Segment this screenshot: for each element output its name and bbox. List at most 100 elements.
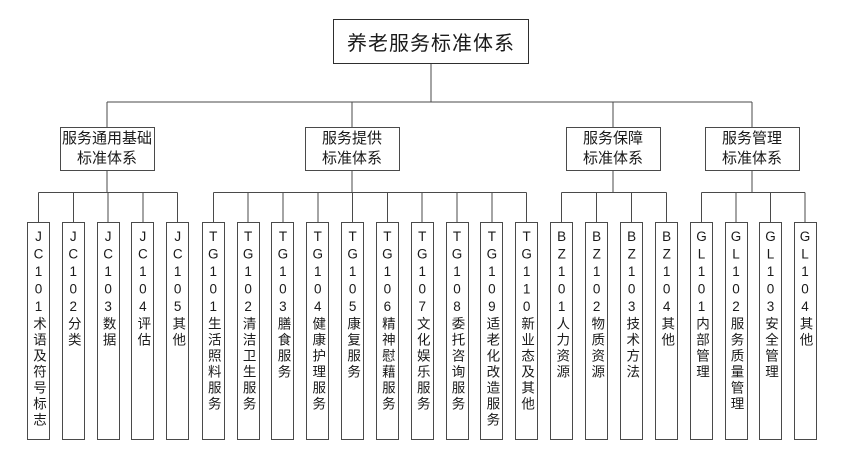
leaf-node-label: 技术方法 — [624, 316, 640, 381]
leaf-node-BZ102: BZ102物质资源 — [585, 222, 609, 440]
leaf-node-text: JC104评估 — [132, 223, 153, 349]
leaf-node-code: BZ101 — [554, 229, 570, 317]
leaf-node-label: 服务质量管理 — [728, 316, 744, 413]
leaf-node-label: 其他 — [659, 316, 675, 349]
branch-node-JC: 服务通用基础标准体系 — [59, 127, 155, 171]
leaf-node-code: TG102 — [240, 229, 256, 317]
branch-node-label-line: 服务管理 — [721, 130, 782, 147]
leaf-node-label: 清洁卫生服务 — [240, 316, 256, 413]
root-node: 养老服务标准体系 — [333, 19, 529, 64]
leaf-node-code: TG106 — [379, 229, 395, 317]
leaf-node-code: JC105 — [170, 229, 186, 317]
branch-node-GL: 服务管理标准体系 — [704, 127, 800, 171]
leaf-node-code: TG107 — [414, 229, 430, 317]
leaf-node-code: GL103 — [763, 229, 778, 317]
leaf-node-code: TG109 — [484, 229, 500, 317]
leaf-node-text: JC102分类 — [63, 223, 84, 349]
leaf-node-TG104: TG104健康护理服务 — [306, 222, 330, 440]
leaf-node-code: GL101 — [694, 229, 709, 317]
leaf-node-code: JC103 — [100, 229, 116, 317]
branch-node-label-line: 标准体系 — [721, 150, 782, 167]
leaf-node-label: 委托咨询服务 — [449, 316, 465, 413]
leaf-node-label: 新业态及其他 — [519, 316, 535, 413]
leaf-node-text: TG109适老化改造服务 — [481, 223, 502, 429]
branch-node-label-line: 服务保障 — [582, 130, 643, 147]
leaf-node-label: 精神慰藉服务 — [379, 316, 395, 413]
branch-node-label-line: 服务提供 — [321, 130, 382, 147]
leaf-node-text: BZ104其他 — [656, 223, 677, 349]
leaf-node-text: TG108委托咨询服务 — [447, 223, 468, 413]
leaf-node-code: JC104 — [135, 229, 151, 317]
leaf-node-text: BZ102物质资源 — [586, 223, 607, 381]
leaf-node-code: TG103 — [275, 229, 291, 317]
leaf-node-TG101: TG101生活照料服务 — [201, 222, 225, 440]
leaf-node-TG108: TG108委托咨询服务 — [445, 222, 469, 440]
leaf-node-text: TG104健康护理服务 — [307, 223, 328, 413]
branch-node-BZ: 服务保障标准体系 — [565, 127, 661, 171]
leaf-node-text: TG103膳食服务 — [272, 223, 293, 381]
leaf-node-text: TG102清洁卫生服务 — [238, 223, 259, 413]
leaf-node-TG106: TG106精神慰藉服务 — [375, 222, 399, 440]
leaf-node-TG102: TG102清洁卫生服务 — [236, 222, 260, 440]
leaf-node-text: GL104其他 — [795, 223, 816, 349]
leaf-node-GL103: GL103安全管理 — [759, 222, 782, 440]
leaf-node-label: 评估 — [135, 316, 151, 349]
leaf-node-label: 数据 — [100, 316, 116, 349]
leaf-node-code: TG105 — [345, 229, 361, 317]
leaf-node-label: 文化娱乐服务 — [414, 316, 430, 413]
branch-node-TG: 服务提供标准体系 — [304, 127, 400, 171]
leaf-node-text: GL101内部管理 — [691, 223, 712, 381]
leaf-node-label: 物质资源 — [589, 316, 605, 381]
leaf-node-GL102: GL102服务质量管理 — [724, 222, 748, 440]
root-node-label: 养老服务标准体系 — [347, 33, 515, 55]
leaf-node-code: TG101 — [205, 229, 221, 317]
leaf-node-label: 膳食服务 — [275, 316, 291, 381]
leaf-node-text: TG106精神慰藉服务 — [377, 223, 398, 413]
leaf-node-text: TG107文化娱乐服务 — [412, 223, 433, 413]
leaf-node-code: GL102 — [728, 229, 744, 317]
leaf-node-code: BZ104 — [659, 229, 675, 317]
leaf-node-label: 安全管理 — [763, 316, 778, 381]
branch-node-label-line: 标准体系 — [321, 150, 382, 167]
leaf-node-label: 康复服务 — [345, 316, 361, 381]
leaf-node-code: TG104 — [310, 229, 326, 317]
leaf-node-BZ103: BZ103技术方法 — [620, 222, 644, 440]
leaf-node-TG110: TG110新业态及其他 — [515, 222, 539, 440]
leaf-node-TG107: TG107文化娱乐服务 — [410, 222, 434, 440]
leaf-node-code: TG110 — [519, 229, 535, 317]
leaf-node-label: 内部管理 — [694, 316, 709, 381]
leaf-node-label: 人力资源 — [554, 316, 570, 381]
leaf-node-text: GL102服务质量管理 — [726, 223, 747, 413]
leaf-node-code: TG108 — [449, 229, 465, 317]
leaf-node-text: TG101生活照料服务 — [203, 223, 224, 413]
leaf-node-text: JC105其他 — [167, 223, 188, 349]
leaf-node-TG105: TG105康复服务 — [341, 222, 365, 440]
leaf-node-JC103: JC103数据 — [96, 222, 120, 440]
leaf-node-TG103: TG103膳食服务 — [271, 222, 295, 440]
leaf-node-label: 适老化改造服务 — [484, 316, 500, 429]
leaf-node-text: BZ103技术方法 — [621, 223, 642, 381]
leaf-node-JC104: JC104评估 — [131, 222, 155, 440]
leaf-node-text: JC101术语及符号标志 — [28, 223, 49, 429]
leaf-node-label: 术语及符号标志 — [31, 316, 46, 429]
leaf-node-label: 健康护理服务 — [310, 316, 326, 413]
leaf-node-text: BZ101人力资源 — [551, 223, 572, 381]
leaf-node-code: JC102 — [65, 229, 81, 317]
branch-node-label-line: 服务通用基础 — [61, 130, 152, 147]
branch-node-label-line: 标准体系 — [76, 150, 137, 167]
leaf-node-code: BZ102 — [589, 229, 605, 317]
leaf-node-GL101: GL101内部管理 — [690, 222, 713, 440]
leaf-node-TG109: TG109适老化改造服务 — [480, 222, 504, 440]
leaf-node-label: 其他 — [797, 316, 813, 349]
leaf-node-label: 其他 — [170, 316, 186, 349]
branch-node-label-line: 标准体系 — [582, 150, 643, 167]
leaf-node-label: 生活照料服务 — [205, 316, 221, 413]
leaf-node-JC102: JC102分类 — [61, 222, 85, 440]
connector-path — [38, 64, 806, 222]
leaf-node-GL104: GL104其他 — [793, 222, 817, 440]
leaf-node-text: GL103安全管理 — [760, 223, 781, 381]
leaf-node-JC101: JC101术语及符号标志 — [27, 222, 50, 440]
leaf-node-label: 分类 — [65, 316, 81, 349]
